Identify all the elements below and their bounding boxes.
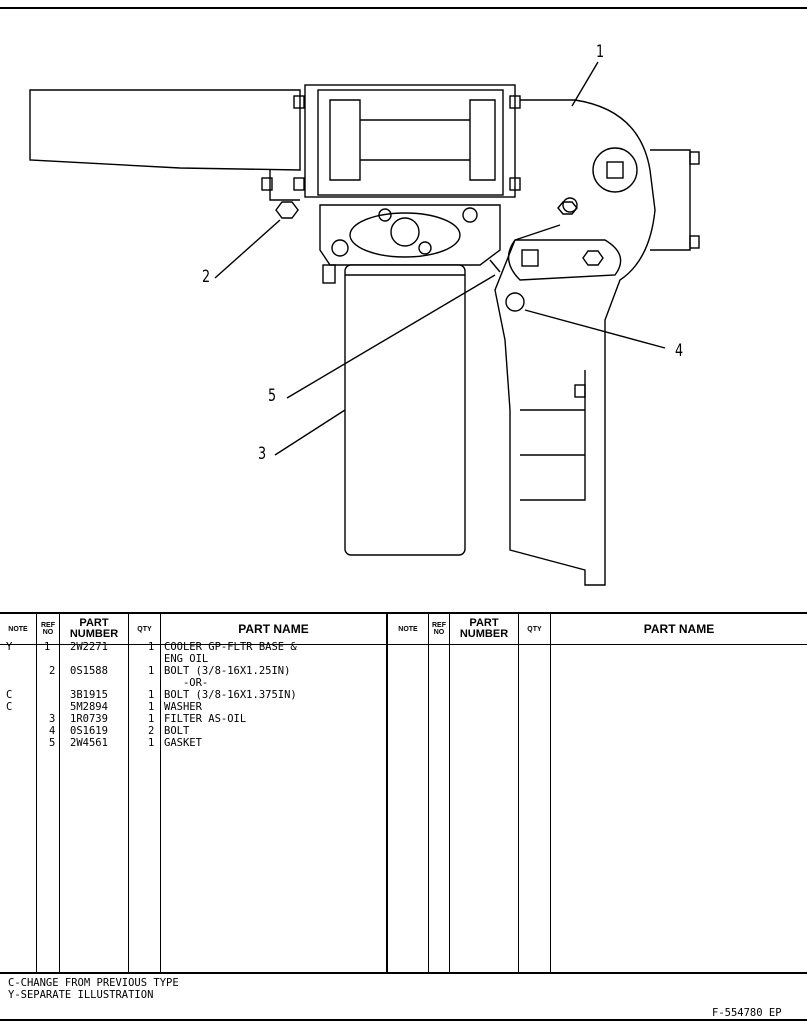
row-part-number: 5M2894 [70,701,108,713]
header-part-name: PART NAME [238,622,309,636]
row-ref: 4 [49,725,56,737]
figure-number: F-554780 EP [712,1007,782,1019]
row-part-number: 1R0739 [70,713,108,725]
row-note: C [6,701,13,713]
oil-filter [344,264,466,556]
row-note: Y [6,641,13,653]
header-note-2: NOTE [398,625,418,633]
row-qty: 1 [148,689,155,701]
footnote-change: C-CHANGE FROM PREVIOUS TYPE [8,977,179,989]
row-part-number: 3B1915 [70,689,108,701]
row-qty: 1 [148,713,155,725]
row-note: C [6,689,13,701]
top-rule [0,7,807,9]
row-ref: 3 [49,713,56,725]
row-part-name: COOLER GP-FLTR BASE & [164,641,297,653]
row-part-name: BOLT (3/8-16X1.375IN) [164,689,297,701]
row-part-name: BOLT [164,725,190,737]
row-qty: 1 [148,641,155,653]
callout-1: 1 [596,42,605,62]
row-qty: 1 [148,665,155,677]
header-ref-no-2: REF NO [432,622,446,636]
parts-table: NOTE REF NO PART NUMBER QTY PART NAME NO… [0,612,807,974]
row-part-name: FILTER AS-OIL [164,713,247,725]
footnote-separate: Y-SEPARATE ILLUSTRATION [8,989,154,1001]
bottom-rule [0,1019,807,1021]
row-ref: 5 [49,737,56,749]
header-note: NOTE [8,625,28,633]
callout-5: 5 [268,386,277,406]
base-housing [304,84,516,198]
row-part-number: 0S1588 [70,665,108,677]
row-part-number: 2W4561 [70,737,108,749]
header-part-number-2: PART NUMBER [459,617,509,640]
row-part-name: WASHER [164,701,202,713]
header-qty: QTY [137,625,152,633]
footnotes: C-CHANGE FROM PREVIOUS TYPE Y-SEPARATE I… [8,977,179,1001]
header-qty-2: QTY [527,625,542,633]
row-qty: 2 [148,725,155,737]
row-part-number: 2W2271 [70,641,108,653]
header-part-name-2: PART NAME [643,622,715,636]
filter-base [319,204,501,266]
row-part-number: 0S1619 [70,725,108,737]
row-qty: 1 [148,701,155,713]
cooler-bracket [494,99,656,586]
header-part-number: PART NUMBER [69,617,119,640]
header-ref-no: REF NO [41,622,55,636]
row-ref: 2 [49,665,56,677]
callout-3: 3 [258,444,267,464]
callout-4: 4 [675,341,684,361]
row-ref: 1 [44,641,51,653]
row-part-name: BOLT (3/8-16X1.25IN) [164,665,291,677]
header-rule [0,644,807,645]
row-part-name: ENG OIL [164,653,209,665]
callout-2: 2 [202,267,211,287]
row-part-name: GASKET [164,737,202,749]
parts-illustration [29,61,700,586]
row-qty: 1 [148,737,155,749]
mounting-arm [29,89,301,171]
row-part-name: -OR- [164,677,209,689]
